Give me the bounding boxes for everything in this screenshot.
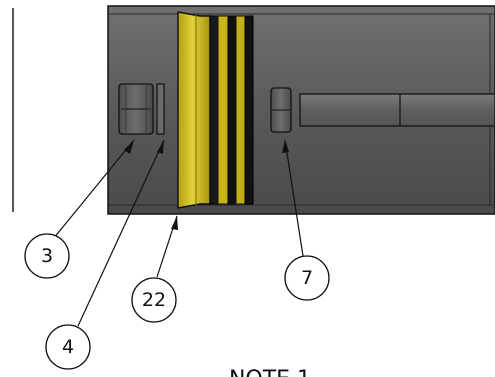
balloon-4-label: 4 — [62, 336, 74, 358]
piston — [177, 11, 254, 209]
hex-nut-left — [118, 83, 154, 135]
leader-arrowheads — [124, 140, 289, 230]
balloon-7-label: 7 — [301, 267, 313, 289]
balloon-22: 22 — [131, 277, 177, 323]
balloon-3: 3 — [24, 233, 70, 279]
washer — [156, 83, 165, 135]
hex-nut-right — [270, 87, 292, 133]
balloon-4: 4 — [45, 324, 91, 370]
balloon-22-label: 22 — [142, 289, 166, 311]
balloon-3-label: 3 — [41, 245, 53, 267]
note-label: NOTE 1 — [229, 367, 311, 377]
balloon-7: 7 — [284, 255, 330, 301]
piston-rod — [299, 93, 495, 127]
